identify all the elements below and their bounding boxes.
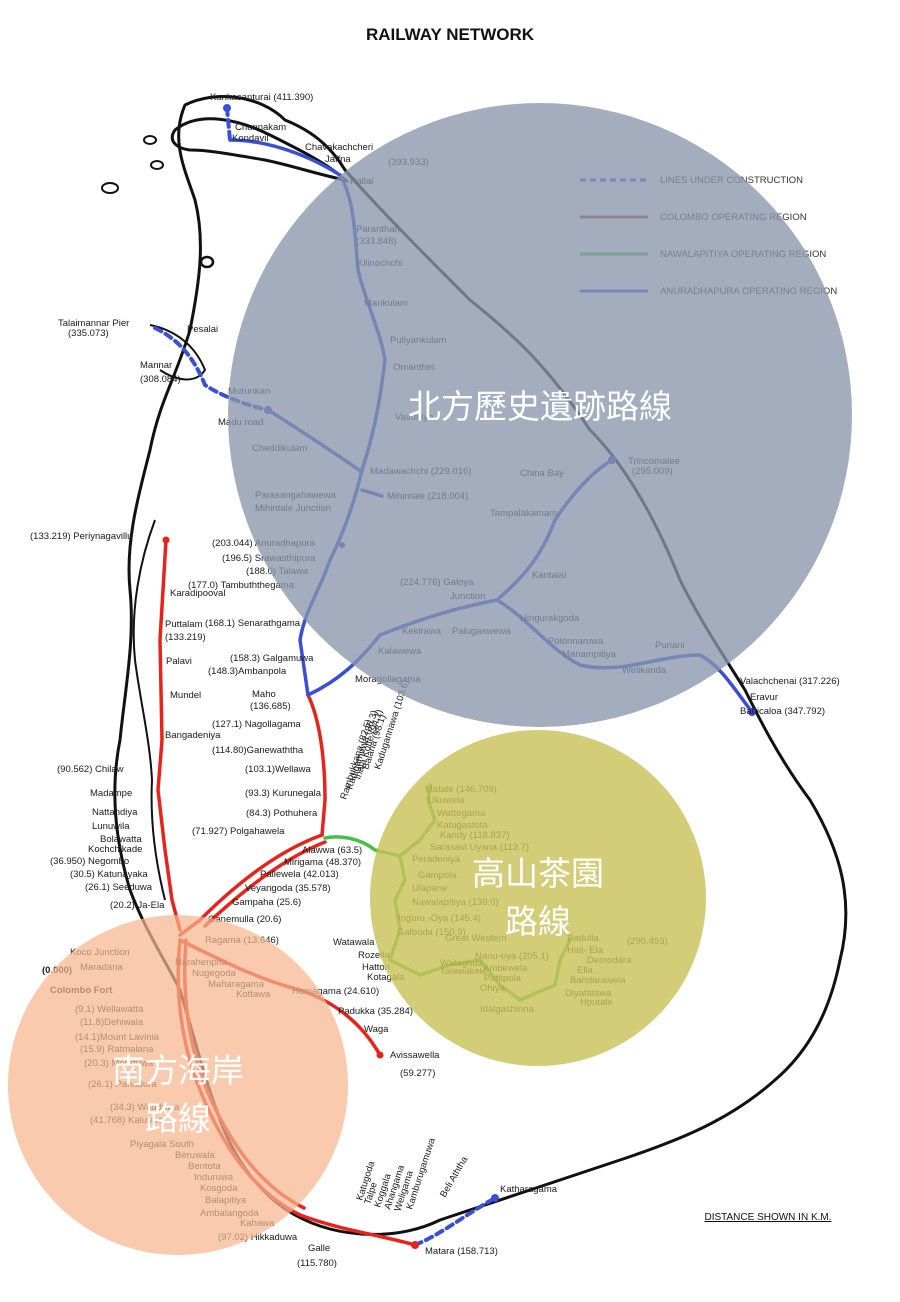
station-label: Padukka (35.284) — [338, 1006, 413, 1017]
station-label: Kondavil — [232, 133, 268, 144]
map-title: RAILWAY NETWORK — [366, 25, 535, 44]
station-label: (308.084) — [140, 374, 181, 385]
station-label: Pallewela (42.013) — [260, 869, 339, 880]
station-label: Batticaloa (347.792) — [740, 706, 825, 717]
station-label: Jaffna — [325, 154, 351, 165]
northern-heritage-route-circle — [228, 103, 852, 727]
station-label: Alawwa (63.5) — [302, 845, 362, 856]
island-islet — [101, 182, 119, 194]
station-label: Bangadeniya — [165, 730, 221, 741]
station-dot — [411, 1241, 419, 1249]
station-label: Kochchikade — [88, 844, 142, 855]
island-islet — [143, 135, 157, 145]
station-dot — [376, 1051, 384, 1059]
station-dot — [223, 104, 231, 112]
south-route-label-line1: 南方海岸 — [112, 1051, 244, 1090]
station-dot — [491, 1194, 499, 1202]
station-label: Puttalam — [165, 619, 203, 630]
station-label: Lunuwila — [92, 821, 130, 832]
distance-note: DISTANCE SHOWN IN K.M. — [704, 1212, 831, 1223]
station-label: Maho — [252, 689, 276, 700]
station-label: (97.02) Hikkaduwa — [218, 1232, 298, 1243]
station-label: (136.685) — [250, 701, 291, 712]
station-label: Galle — [308, 1243, 330, 1254]
station-label: (103.1)Wellawa — [245, 764, 312, 775]
station-label: Kankasanturai (411.390) — [210, 92, 313, 103]
station-label: Gampaha (25.6) — [232, 897, 301, 908]
station-label: Chavakachcheri — [305, 142, 373, 153]
station-label: (158.3) Galgamuwa — [230, 653, 314, 664]
island-islet — [199, 255, 215, 269]
northern-main-red — [306, 693, 327, 837]
station-label: (133.219) — [165, 632, 206, 643]
station-label: Palavi — [166, 656, 192, 667]
station-label: (36.950) Negombo — [50, 856, 129, 867]
station-label: Karadipooval — [170, 588, 225, 599]
station-label: Mundel — [170, 690, 201, 701]
main-line-red — [178, 833, 324, 937]
puttalam-line — [156, 538, 182, 932]
station-label: Mannar — [140, 360, 172, 371]
west-coast-inner — [132, 519, 166, 901]
station-label: Bolawatta — [100, 834, 142, 845]
station-label: (133.219) Periynagavillu — [30, 531, 132, 542]
kks-construction — [225, 106, 232, 142]
station-label: (26.1) Seeduwa — [85, 882, 153, 893]
station-label: Madampe — [90, 788, 132, 799]
station-label: (20.2) Ja-Ela — [110, 900, 165, 911]
station-label: Valachchenai (317.226) — [740, 676, 840, 687]
station-label: Watawala — [333, 937, 375, 948]
station-label: Hatton — [362, 962, 390, 973]
station-label: Rozella — [358, 950, 390, 961]
station-label: Katharagama — [500, 1184, 558, 1195]
station-label: (115.780) — [297, 1258, 337, 1269]
south-route-label-line2: 路線 — [145, 1099, 211, 1138]
hill-route-label-line2: 路線 — [505, 902, 571, 941]
station-label: (177.0) Tambuththegama — [188, 580, 295, 591]
station-label: (93.3) Kurunegala — [245, 788, 322, 799]
station-label: Kotagala — [367, 972, 405, 983]
station-label: (168.1) Senarathgama — [205, 618, 301, 629]
kataragama-construction — [413, 1196, 497, 1247]
northern-route-label: 北方歷史遺跡路線 — [408, 387, 672, 426]
station-label: Beli Aththa — [438, 1154, 471, 1199]
station-label: (127.1) Nagollagama — [212, 719, 301, 730]
station-label: (148.3)Ambanpola — [208, 666, 287, 677]
station-label: Matara (158.713) — [425, 1246, 498, 1257]
station-label: Ganemulla (20.6) — [208, 914, 281, 925]
station-dots-red — [162, 536, 419, 1249]
station-label: Eravur — [750, 692, 778, 703]
station-label: Nattandiya — [92, 807, 138, 818]
station-dot — [748, 708, 756, 716]
station-label: Chunnakam — [235, 122, 286, 133]
station-label: Avissawella — [390, 1050, 440, 1061]
jaffna-lagoon — [170, 117, 350, 183]
station-label: (90.562) Chilaw — [57, 764, 124, 775]
main-line-red-double — [203, 840, 327, 928]
station-label: (30.5) Katunayaka — [70, 869, 148, 880]
station-label: (114.80)Ganewaththa — [212, 745, 304, 756]
station-label: Homagama (24.610) — [292, 986, 379, 997]
station-label: (59.277) — [400, 1068, 435, 1079]
station-label: Veyangoda (35.578) — [245, 883, 331, 894]
hill-country-tea-route-circle — [370, 730, 706, 1066]
station-label: Waga — [364, 1024, 389, 1035]
southern-coast-route-circle — [8, 915, 348, 1255]
station-label: (84.3) Pothuhera — [246, 808, 318, 819]
mannar-spit — [149, 324, 207, 381]
station-label: Talaimannar Pier — [58, 318, 129, 329]
station-label: Mirigama (48.370) — [284, 857, 361, 868]
station-label: Pesalai — [187, 324, 218, 335]
island-islet — [150, 160, 164, 170]
hill-route-label-line1: 高山茶園 — [472, 854, 604, 893]
station-label: (335.073) — [68, 328, 109, 339]
station-dot — [162, 536, 170, 544]
station-label: (71.927) Polgahawela — [192, 826, 285, 837]
